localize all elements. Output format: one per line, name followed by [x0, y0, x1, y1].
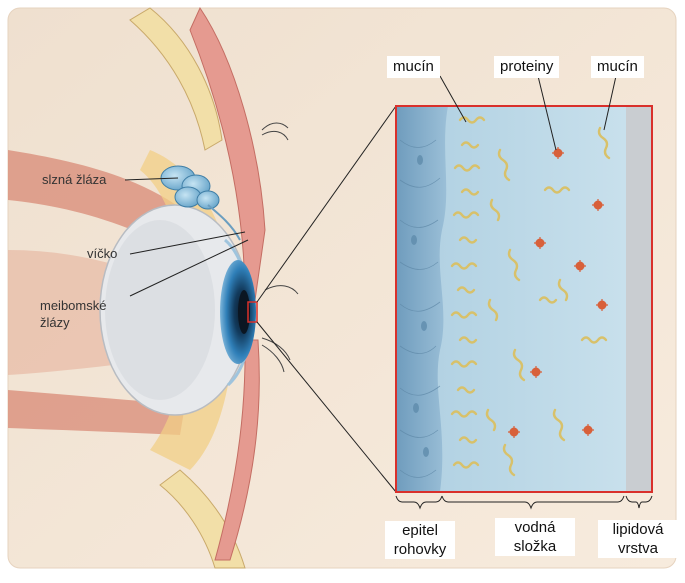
label-lipid-line1: lipidová	[598, 520, 678, 539]
lipid-layer	[626, 106, 652, 492]
label-aqueous-line1: vodná	[495, 518, 575, 537]
label-lipid: lipidová vrstva	[598, 520, 678, 558]
label-meibomian-line2: žlázy	[40, 315, 70, 330]
label-epithelium-line2: rohovky	[385, 540, 455, 559]
label-lipid-line2: vrstva	[598, 539, 678, 558]
label-mucin-right: mucín	[591, 56, 644, 78]
corneal-epithelium	[396, 106, 448, 492]
label-eyelid: víčko	[87, 246, 117, 261]
label-lacrimal-gland: slzná žláza	[42, 172, 106, 187]
eyeball-shade	[105, 220, 215, 400]
label-epithelium-line1: epitel	[385, 521, 455, 540]
label-aqueous-line2: složka	[495, 537, 575, 556]
label-epithelium: epitel rohovky	[385, 521, 455, 559]
tear-film-inset	[396, 106, 652, 492]
label-mucin-left: mucín	[387, 56, 440, 78]
label-aqueous: vodná složka	[495, 518, 575, 556]
label-meibomian-line1: meibomské	[40, 298, 106, 313]
label-proteins: proteiny	[494, 56, 559, 78]
